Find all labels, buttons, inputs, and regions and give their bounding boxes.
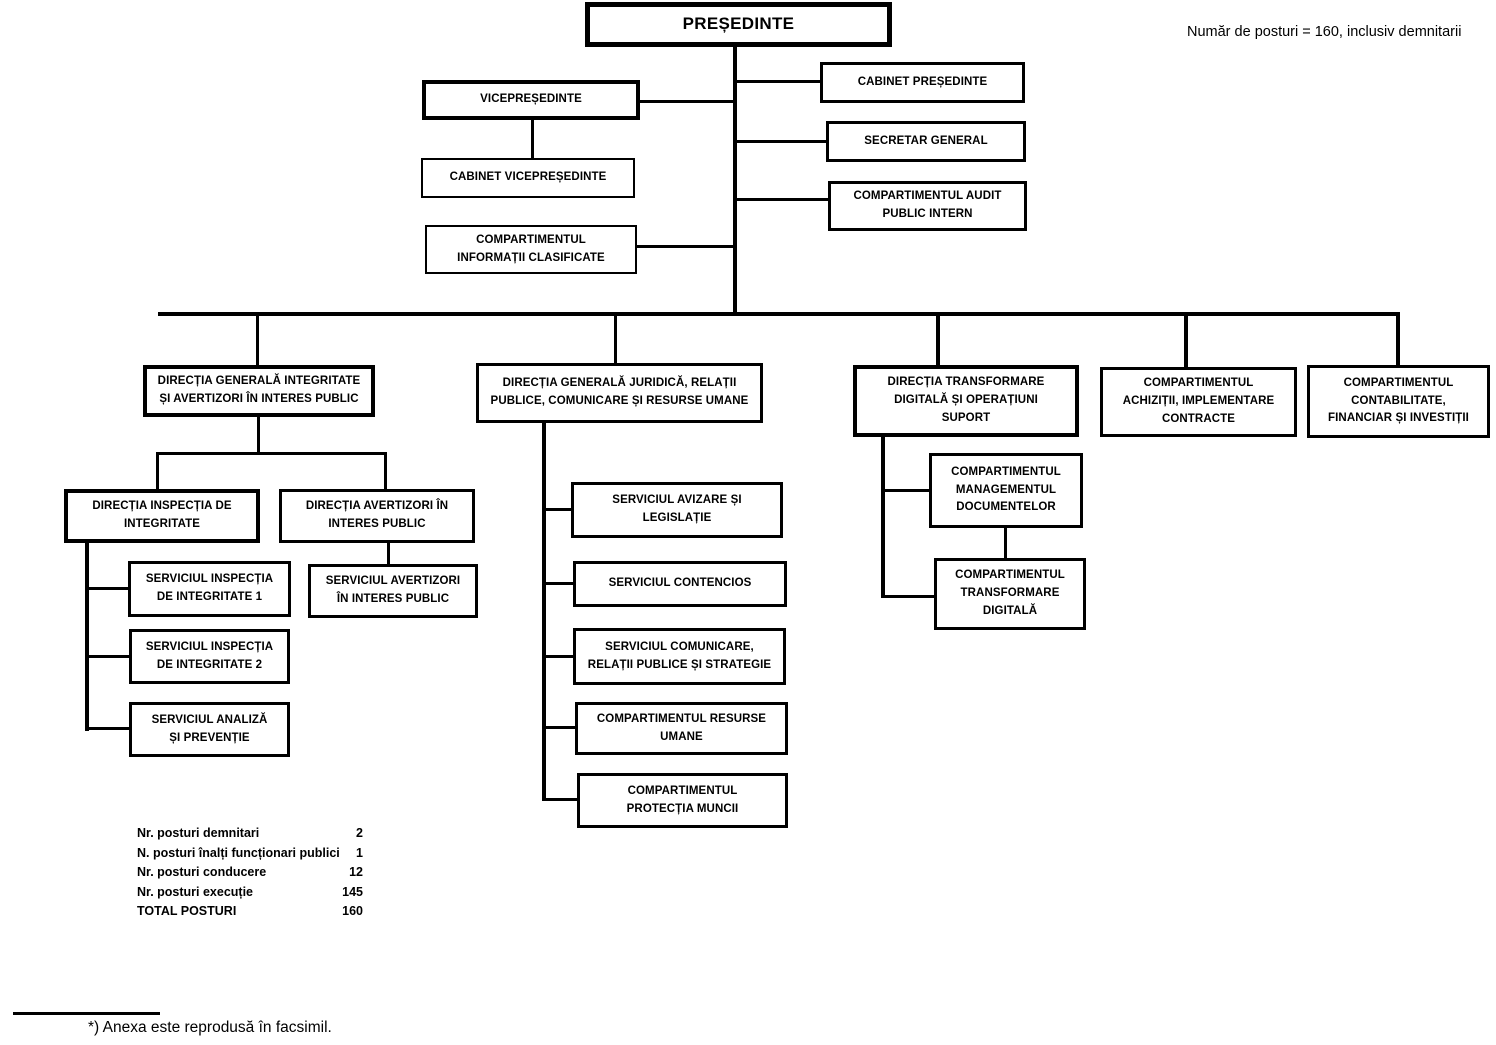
stats-row: Nr. posturi execuție 145: [137, 883, 363, 903]
connector: [387, 543, 390, 564]
org-box-dir-inspectia: DIRECȚIA INSPECȚIA DE INTEGRITATE: [64, 489, 260, 543]
org-box-dir-avertizori: DIRECȚIA AVERTIZORI ÎN INTERES PUBLIC: [279, 489, 475, 543]
stats-value: 2: [356, 826, 363, 840]
stats-row: TOTAL POSTURI 160: [137, 902, 363, 922]
org-box-comp-achizitii: COMPARTIMENTUL ACHIZIȚII, IMPLEMENTARE C…: [1100, 367, 1297, 437]
org-box-dir-transformare: DIRECȚIA TRANSFORMARE DIGITALĂ ȘI OPERAȚ…: [853, 365, 1079, 437]
connector-rail: [542, 423, 546, 801]
connector: [531, 120, 534, 158]
org-box-serv-analiza: SERVICIUL ANALIZĂ ȘI PREVENȚIE: [129, 702, 290, 757]
connector: [735, 198, 828, 201]
headcount-note: Număr de posturi = 160, inclusiv demnita…: [1187, 24, 1462, 40]
org-box-dg-integritate: DIRECȚIA GENERALĂ INTEGRITATE ȘI AVERTIZ…: [143, 365, 375, 417]
connector: [614, 312, 617, 364]
connector-rail: [881, 436, 885, 598]
connector: [85, 587, 128, 590]
org-box-serv-avizare: SERVICIUL AVIZARE ȘI LEGISLAȚIE: [571, 482, 783, 538]
connector: [384, 452, 387, 489]
stats-label: Nr. posturi conducere: [137, 865, 267, 879]
org-box-audit-public-intern: COMPARTIMENTUL AUDIT PUBLIC INTERN: [828, 181, 1027, 231]
connector: [156, 452, 387, 455]
stats-row: Nr. posturi demnitari 2: [137, 824, 363, 844]
org-box-cabinet-presedinte: CABINET PREȘEDINTE: [820, 62, 1025, 103]
connector: [881, 595, 934, 598]
org-box-secretar-general: SECRETAR GENERAL: [826, 121, 1026, 162]
org-box-serv-inspectia2: SERVICIUL INSPECȚIA DE INTEGRITATE 2: [129, 629, 290, 684]
stats-value: 1: [356, 845, 363, 860]
org-box-presedinte: PREȘEDINTE: [585, 2, 892, 47]
connector: [640, 100, 737, 103]
org-box-serv-comunicare: SERVICIUL COMUNICARE, RELAȚII PUBLICE ȘI…: [573, 628, 786, 685]
stats-label: Nr. posturi demnitari: [137, 826, 260, 840]
org-box-vicepresedinte: VICEPREȘEDINTE: [422, 80, 640, 120]
connector-spine: [733, 47, 737, 315]
org-box-serv-contencios: SERVICIUL CONTENCIOS: [573, 561, 787, 607]
org-box-informatii-clasificate: COMPARTIMENTUL INFORMAȚII CLASIFICATE: [425, 225, 637, 274]
org-box-serv-inspectia1: SERVICIUL INSPECȚIA DE INTEGRITATE 1: [128, 561, 291, 617]
org-box-comp-protectia: COMPARTIMENTUL PROTECȚIA MUNCII: [577, 773, 788, 828]
stats-label: Nr. posturi execuție: [137, 884, 254, 899]
connector: [881, 489, 929, 492]
footnote-rule: [13, 1012, 160, 1015]
connector-rail: [85, 543, 89, 731]
connector: [1396, 312, 1400, 366]
org-box-comp-resurse: COMPARTIMENTUL RESURSE UMANE: [575, 702, 788, 755]
stats-value: 145: [342, 884, 363, 899]
footnote-text: *) Anexa este reprodusă în facsimil.: [88, 1019, 332, 1036]
org-box-comp-management: COMPARTIMENTUL MANAGEMENTUL DOCUMENTELOR: [929, 453, 1083, 528]
org-box-comp-transformare: COMPARTIMENTUL TRANSFORMARE DIGITALĂ: [934, 558, 1086, 630]
connector: [542, 726, 575, 729]
stats-table: Nr. posturi demnitari 2 N. posturi înalț…: [137, 824, 363, 922]
connector: [85, 655, 129, 658]
stats-label: N. posturi înalți funcționari publici: [137, 845, 340, 860]
stats-row: N. posturi înalți funcționari publici 1: [137, 844, 363, 864]
connector: [257, 417, 260, 455]
org-box-serv-avertizori: SERVICIUL AVERTIZORI ÎN INTERES PUBLIC: [308, 564, 478, 618]
stats-label: TOTAL POSTURI: [137, 904, 237, 918]
connector: [542, 508, 571, 511]
connector: [156, 452, 159, 489]
connector: [85, 727, 129, 730]
stats-value: 12: [349, 865, 363, 879]
stats-value: 160: [342, 904, 363, 918]
org-box-comp-contabilitate: COMPARTIMENTUL CONTABILITATE, FINANCIAR …: [1307, 365, 1490, 438]
connector: [936, 312, 940, 367]
connector: [637, 245, 735, 248]
connector: [542, 798, 577, 801]
connector: [1184, 312, 1188, 368]
connector: [1004, 528, 1007, 558]
org-box-dg-juridica: DIRECȚIA GENERALĂ JURIDICĂ, RELAȚII PUBL…: [476, 363, 763, 423]
connector: [735, 80, 820, 83]
connector: [542, 582, 573, 585]
org-box-cabinet-vicepresedinte: CABINET VICEPREȘEDINTE: [421, 158, 635, 198]
stats-row: Nr. posturi conducere 12: [137, 863, 363, 883]
connector: [542, 655, 573, 658]
connector: [735, 140, 826, 143]
connector-bus: [158, 312, 1400, 316]
connector: [256, 312, 259, 365]
